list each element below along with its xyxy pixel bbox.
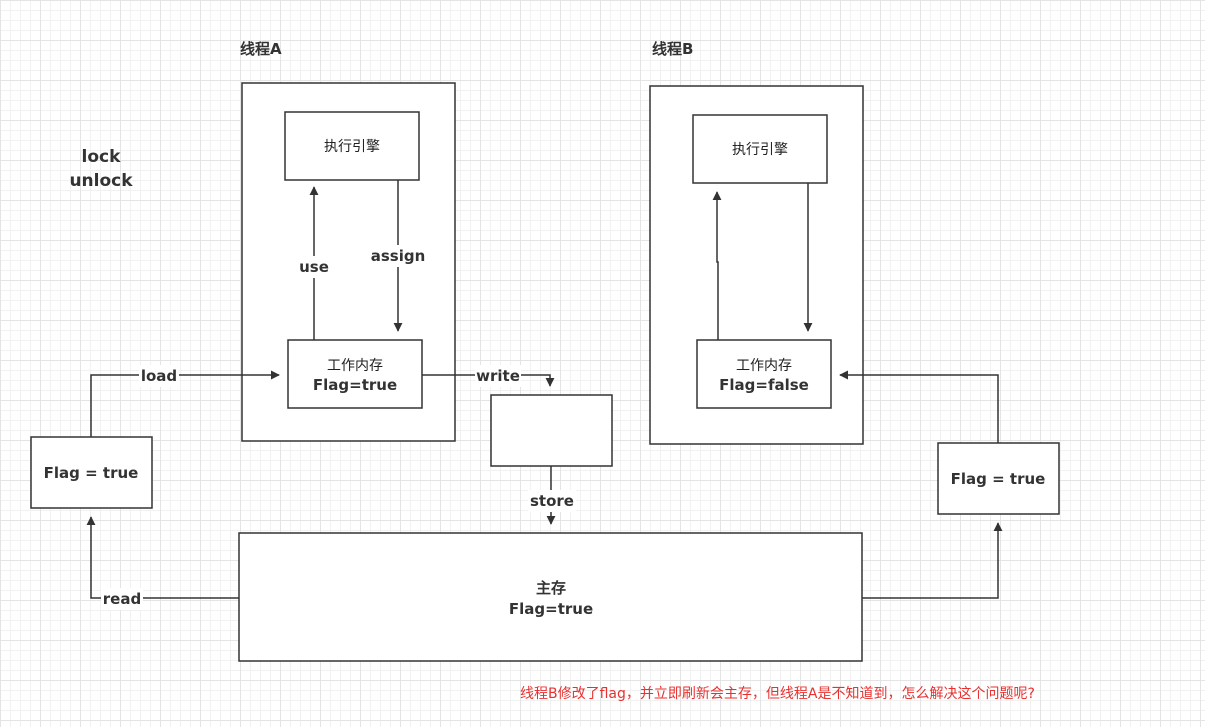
use-label-bg	[296, 256, 332, 278]
load-label: load	[141, 367, 177, 385]
store-label: store	[530, 492, 574, 510]
thread-b-memory-box	[696, 339, 832, 409]
question-note: 线程B修改了flag，并立即刷新会主存，但线程A是不知道到，怎么解决这个问题呢?	[520, 685, 1035, 702]
write-label-bg	[475, 365, 521, 387]
thread-a-memory-box	[287, 339, 423, 409]
left-flag-label: Flag = true	[44, 464, 139, 482]
thread-b-memory-title: 工作内存	[736, 358, 792, 374]
main-memory-box	[238, 532, 863, 662]
assign-label-bg	[370, 245, 426, 267]
read-arrow	[86, 516, 239, 599]
unlock-label: unlock	[69, 171, 133, 191]
thread-b-engine-box	[692, 114, 828, 184]
use-label: use	[299, 258, 329, 276]
thread-a-memory-value: Flag=true	[313, 376, 397, 394]
main-memory-value: Flag=true	[509, 600, 593, 618]
lock-label: lock	[82, 147, 122, 167]
main-memory-title: 主存	[536, 579, 566, 597]
right-flag-box	[937, 442, 1060, 515]
load-label-bg	[139, 365, 179, 387]
write-arrow	[422, 374, 555, 387]
thread-a-memory-title: 工作内存	[327, 358, 383, 374]
right-flag-to-thread-b-arrow	[839, 370, 999, 443]
assign-label: assign	[371, 247, 426, 265]
thread-a-title: 线程A	[240, 40, 282, 58]
thread-a-engine-box	[284, 111, 420, 181]
right-flag-label: Flag = true	[951, 470, 1046, 488]
thread-b-title: 线程B	[652, 40, 693, 58]
write-label: write	[476, 367, 520, 385]
thread-a-engine-label: 执行引擎	[324, 139, 380, 155]
load-arrow	[90, 370, 280, 437]
thread-b-use-arrow	[712, 191, 722, 340]
thread-b-memory-value: Flag=false	[719, 376, 809, 394]
left-flag-box	[30, 436, 153, 509]
store-box	[490, 394, 613, 467]
store-label-bg	[528, 490, 576, 512]
main-to-right-flag-arrow	[862, 522, 1003, 599]
read-label: read	[103, 590, 141, 608]
thread-b-engine-label: 执行引擎	[732, 142, 788, 158]
read-label-bg	[101, 588, 143, 610]
